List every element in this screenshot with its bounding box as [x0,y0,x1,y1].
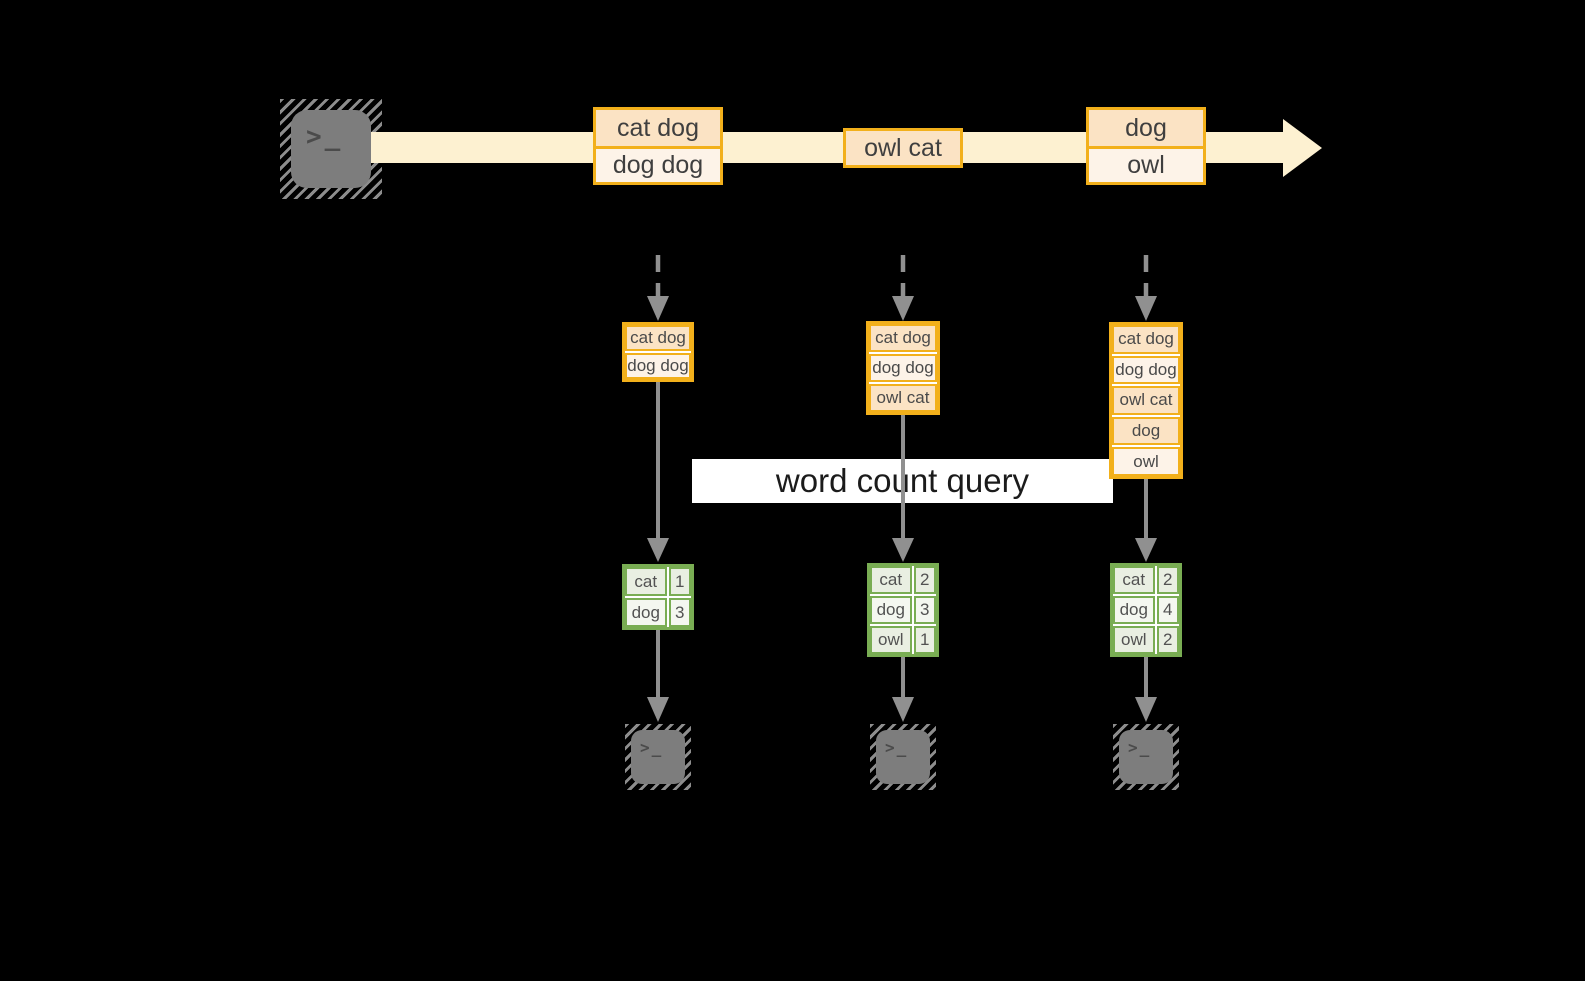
state-row: dog dog [625,353,691,379]
stream-record: dog [1089,110,1203,146]
result-count: 3 [913,596,936,624]
state-stack-2: cat dog dog dog owl cat [866,321,940,415]
result-table-1: cat 1 dog 3 [622,564,694,630]
sink-terminal-icon-1: >_ [625,724,691,790]
arrowhead-icon [1135,538,1157,562]
result-word: cat [625,567,667,596]
query-arrow-1 [647,382,669,562]
dashed-arrow-3 [1135,255,1157,321]
result-count: 1 [913,626,936,654]
arrowhead-icon [892,538,914,562]
dashed-arrow-1 [647,255,669,321]
state-stack-1: cat dog dog dog [622,322,694,382]
arrowhead-icon [647,296,669,321]
stream-record: dog dog [596,146,720,182]
stream-record: cat dog [596,110,720,146]
result-count: 3 [668,598,691,627]
result-count: 2 [913,566,936,594]
source-terminal-icon: >_ [280,99,382,199]
result-table-2: cat 2 dog 3 owl 1 [867,563,939,657]
stream-batch-3: dog owl [1086,107,1206,185]
state-row: dog [1112,416,1180,446]
result-word: dog [870,596,912,624]
sink-terminal-icon-2: >_ [870,724,936,790]
result-word: cat [1113,566,1155,594]
result-table-3: cat 2 dog 4 owl 2 [1110,563,1182,657]
terminal-prompt-icon: >_ [640,738,664,757]
state-row: dog dog [869,354,937,382]
sink-arrow-1 [647,630,669,722]
terminal-screen: >_ [631,730,685,784]
stream-batch-2: owl cat [843,128,963,168]
arrowhead-icon [647,538,669,562]
terminal-prompt-icon: >_ [885,738,909,757]
arrowhead-icon [892,697,914,722]
dashed-arrow-2 [892,255,914,321]
result-count: 2 [1156,626,1179,654]
result-count: 4 [1156,596,1179,624]
terminal-screen: >_ [876,730,930,784]
terminal-screen: >_ [291,110,371,188]
state-row: cat dog [1112,325,1180,354]
terminal-prompt-icon: >_ [306,122,344,152]
terminal-screen: >_ [1119,730,1173,784]
result-word: cat [870,566,912,594]
result-count: 2 [1156,566,1179,594]
query-arrow-2 [892,415,914,562]
state-row: owl [1112,447,1180,476]
state-row: cat dog [625,325,691,351]
state-row: owl cat [869,384,937,412]
terminal-prompt-icon: >_ [1128,738,1152,757]
stream-record: owl [1089,146,1203,182]
arrowhead-icon [1135,697,1157,722]
stream-record: owl cat [846,131,960,165]
sink-terminal-icon-3: >_ [1113,724,1179,790]
arrowhead-icon [1135,296,1157,321]
stream-arrow-head-icon [1283,119,1322,177]
arrowhead-icon [892,296,914,321]
sink-arrow-2 [892,657,914,722]
result-word: dog [625,598,667,627]
result-word: dog [1113,596,1155,624]
arrowhead-icon [647,697,669,722]
result-word: owl [1113,626,1155,654]
state-stack-3: cat dog dog dog owl cat dog owl [1109,322,1183,479]
sink-arrow-3 [1135,657,1157,722]
state-row: dog dog [1112,355,1180,385]
result-word: owl [870,626,912,654]
state-row: cat dog [869,324,937,352]
query-arrow-3 [1135,479,1157,562]
result-count: 1 [668,567,691,596]
state-row: owl cat [1112,386,1180,415]
stream-batch-1: cat dog dog dog [593,107,723,185]
